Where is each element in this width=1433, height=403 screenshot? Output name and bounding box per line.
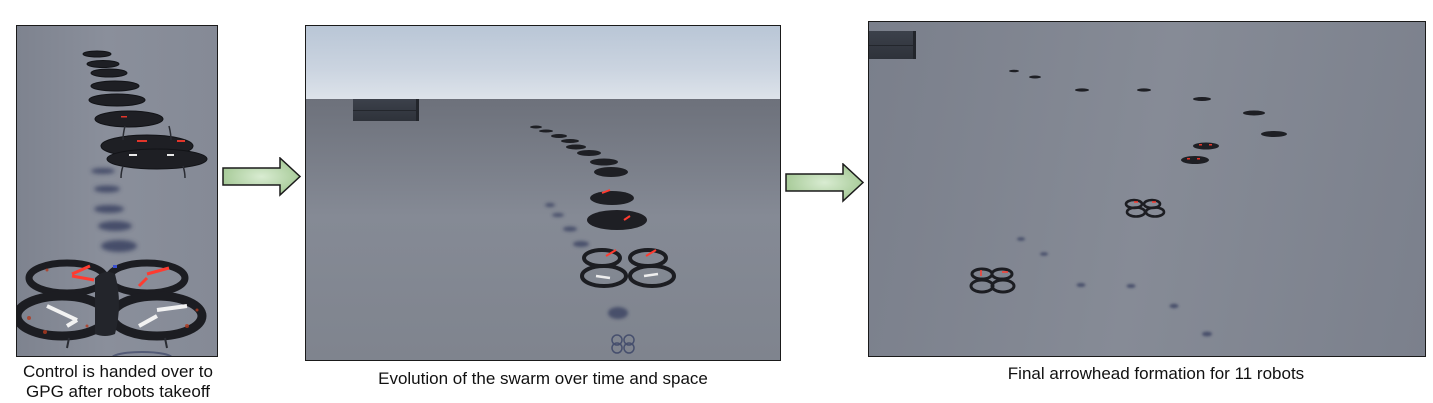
arrow-right-icon bbox=[785, 163, 865, 203]
sky-background bbox=[306, 26, 780, 99]
arrow-right-icon bbox=[222, 157, 302, 197]
caption-line: Final arrowhead formation for 11 robots bbox=[1007, 364, 1305, 383]
arrowhead-formation-illustration bbox=[969, 69, 1287, 337]
evolution-caption: Evolution of the swarm over time and spa… bbox=[305, 369, 781, 389]
takeoff-panel-image bbox=[16, 25, 218, 357]
evolution-panel-image bbox=[305, 25, 781, 361]
drone-line-illustration bbox=[17, 50, 208, 356]
final-formation-panel-image bbox=[868, 21, 1426, 357]
caption-line: GPG after robots takeoff bbox=[26, 382, 210, 401]
swarm-illustration bbox=[530, 125, 676, 354]
takeoff-caption: Control is handed over to GPG after robo… bbox=[0, 362, 236, 402]
obstacle-box bbox=[869, 31, 916, 59]
obstacle-box bbox=[353, 99, 419, 121]
caption-line: Control is handed over to bbox=[23, 362, 213, 381]
caption-line: Evolution of the swarm over time and spa… bbox=[378, 369, 708, 388]
ground-plane bbox=[306, 99, 780, 360]
final-formation-caption: Final arrowhead formation for 11 robots bbox=[868, 364, 1433, 384]
